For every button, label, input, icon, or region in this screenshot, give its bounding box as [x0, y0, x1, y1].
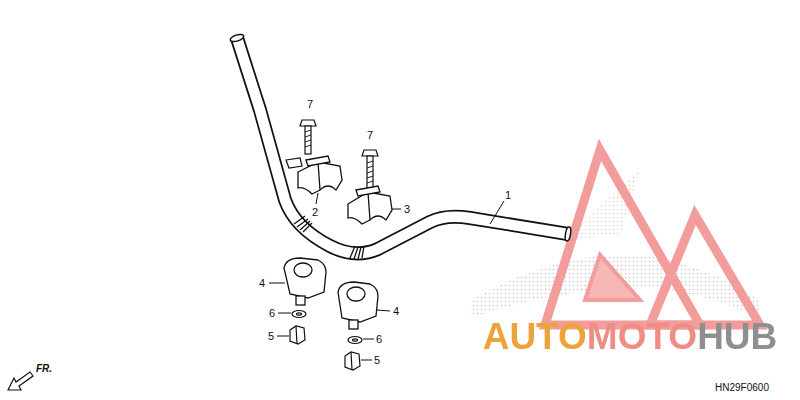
- watermark-text: AUTOMOTOHUB: [483, 318, 778, 355]
- lower-holder: [284, 258, 378, 329]
- callout-number: 4: [393, 306, 399, 317]
- front-label: FR.: [36, 364, 52, 374]
- callout-number: 7: [307, 99, 313, 110]
- callout-number: 6: [269, 308, 275, 319]
- callout-number: 3: [404, 204, 410, 215]
- front-arrow: [8, 372, 33, 390]
- callout-number: 2: [312, 207, 318, 218]
- callout-number: 1: [505, 190, 511, 201]
- callout-number: 7: [367, 130, 373, 141]
- callout-number: 4: [259, 278, 265, 289]
- drawing-code: HN29F0600: [715, 383, 769, 393]
- watermark-logo: [470, 150, 760, 325]
- upper-clamp: [298, 156, 392, 224]
- nut: [290, 326, 360, 370]
- callout-number: 6: [376, 334, 382, 345]
- leader-line: [269, 193, 504, 360]
- callout-number: 5: [268, 331, 274, 342]
- handlebar-tube: [229, 33, 571, 259]
- callout-number: 5: [374, 355, 380, 366]
